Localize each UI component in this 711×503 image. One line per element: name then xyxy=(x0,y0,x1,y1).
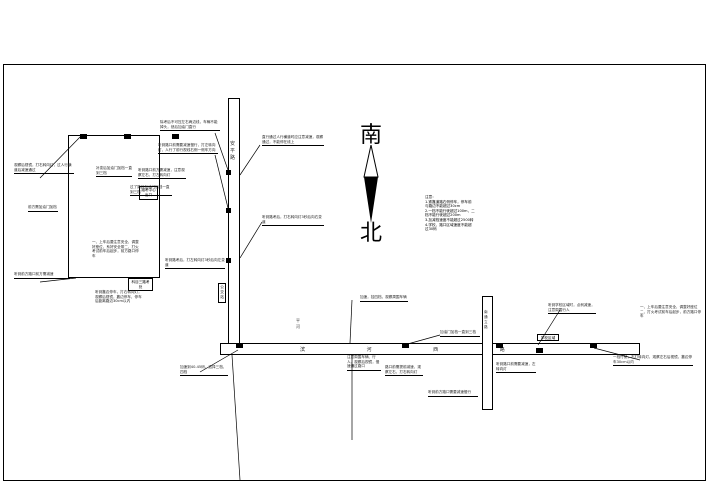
diagram-frame xyxy=(3,64,706,481)
annotation: 注意周围车辆、行人、观察后视镜，慢速通过路口 xyxy=(347,355,381,371)
marker xyxy=(172,134,179,139)
marker xyxy=(80,134,87,139)
annotation: 听到路考后，打右转向灯3秒后向右变道 xyxy=(262,215,324,227)
road-label-v1: 安 平 路 xyxy=(230,141,236,161)
end-box: 科目三路考处 xyxy=(128,278,153,291)
annotation: 加速，挂四档，观察周围车辆 xyxy=(360,295,408,302)
marker xyxy=(590,343,597,348)
compass-north: 北 xyxy=(360,221,383,246)
annotation: 加油门加档一直到三档 xyxy=(440,330,480,337)
road-v2 xyxy=(482,296,493,410)
annotation: 听到学校区域时，点刹减速，注意周围行人 xyxy=(548,303,596,315)
annotation: 一、上车后要注意安全，调整好座位二、打火考试前车后起步，前方路口停车 xyxy=(640,305,702,319)
marker xyxy=(402,343,409,348)
annotation: 除考后不可压左右两边线，车辆不能掉头，然后加油门直行 xyxy=(160,120,220,132)
annotation: 听到前方路口需要减速慢行 xyxy=(428,390,478,397)
annotation: 听到靠边停车，打右转向灯，观察后视镜，靠边停车，停车后距离路边30cm以内 xyxy=(95,290,142,304)
annotation: 一、上车后要注意安全，调整好座位、系好安全带二、打火考试前车后起步，前方路口停车 xyxy=(92,240,139,258)
annotation: 加速到40-45码，选择三档、四档 xyxy=(180,365,228,377)
road-label-side: 平 河 xyxy=(296,318,300,329)
road-label-h1: 滨 河 西 路 xyxy=(300,347,535,353)
school-box: 学校区域 xyxy=(537,334,559,341)
legend-item: 4.学校、路口区域速度不能超过30码 xyxy=(425,222,472,232)
legend-item: 3.加减档速度不能超过2500转 xyxy=(425,217,474,222)
compass-south: 南 xyxy=(360,123,383,148)
annotation: 听到前方路口前方需减速 xyxy=(14,272,70,279)
start-box: 路考中心出口 xyxy=(139,186,158,200)
marker xyxy=(226,208,231,213)
marker xyxy=(226,258,231,263)
marker xyxy=(124,134,131,139)
marker xyxy=(236,343,243,348)
legend-item: 1.紧靠道路右侧停车，停车前与路边不能超过30cm xyxy=(425,199,472,209)
road-label-v2: 南通立路 xyxy=(484,310,488,329)
legend: 注意： 1.紧靠道路右侧停车，停车前与路边不能超过30cm 2.一档不能行驶超过… xyxy=(425,195,475,232)
annotation: 前方需加油门加档 xyxy=(28,205,58,212)
annotation: 听到路口前方需减速，注意观察左右，打左转向灯 xyxy=(138,168,186,180)
annotation: 听到路口前需要减速慢行，打左转向灯，人行了前行视线右侧一侧车方向 xyxy=(158,143,218,155)
annotation: 补变后加油门加档一直到三档 xyxy=(96,166,132,178)
annotation: 听到路考后，打左转向灯3秒后向左变道 xyxy=(165,258,225,270)
annotation: 听到路口前需要减速，左转向灯 xyxy=(496,362,536,374)
annotation: 直行通过人行横道时应注意减速，观察通过，不能停在线上 xyxy=(262,135,324,147)
marker xyxy=(536,348,543,353)
marker xyxy=(496,343,503,348)
legend-title: 注意： xyxy=(425,195,436,199)
legend-item: 2.一档不能行驶超过100m，二档不能行驶超过200m xyxy=(425,208,475,218)
annotation: 过了路口加油门加档一直到三档 xyxy=(130,185,172,197)
road-binhe-horizontal xyxy=(220,343,640,355)
test-area-box xyxy=(68,135,160,278)
marker xyxy=(226,170,231,175)
annotation: 路口前需提前减速，观察左右，打右转向灯 xyxy=(385,365,423,377)
bus-box: 公交站 xyxy=(218,283,226,303)
annotation: 一档行驶，右打转向灯，观察左右后视镜，靠边停车30cm以内 xyxy=(613,355,693,367)
compass-arrow-icon xyxy=(363,145,379,223)
